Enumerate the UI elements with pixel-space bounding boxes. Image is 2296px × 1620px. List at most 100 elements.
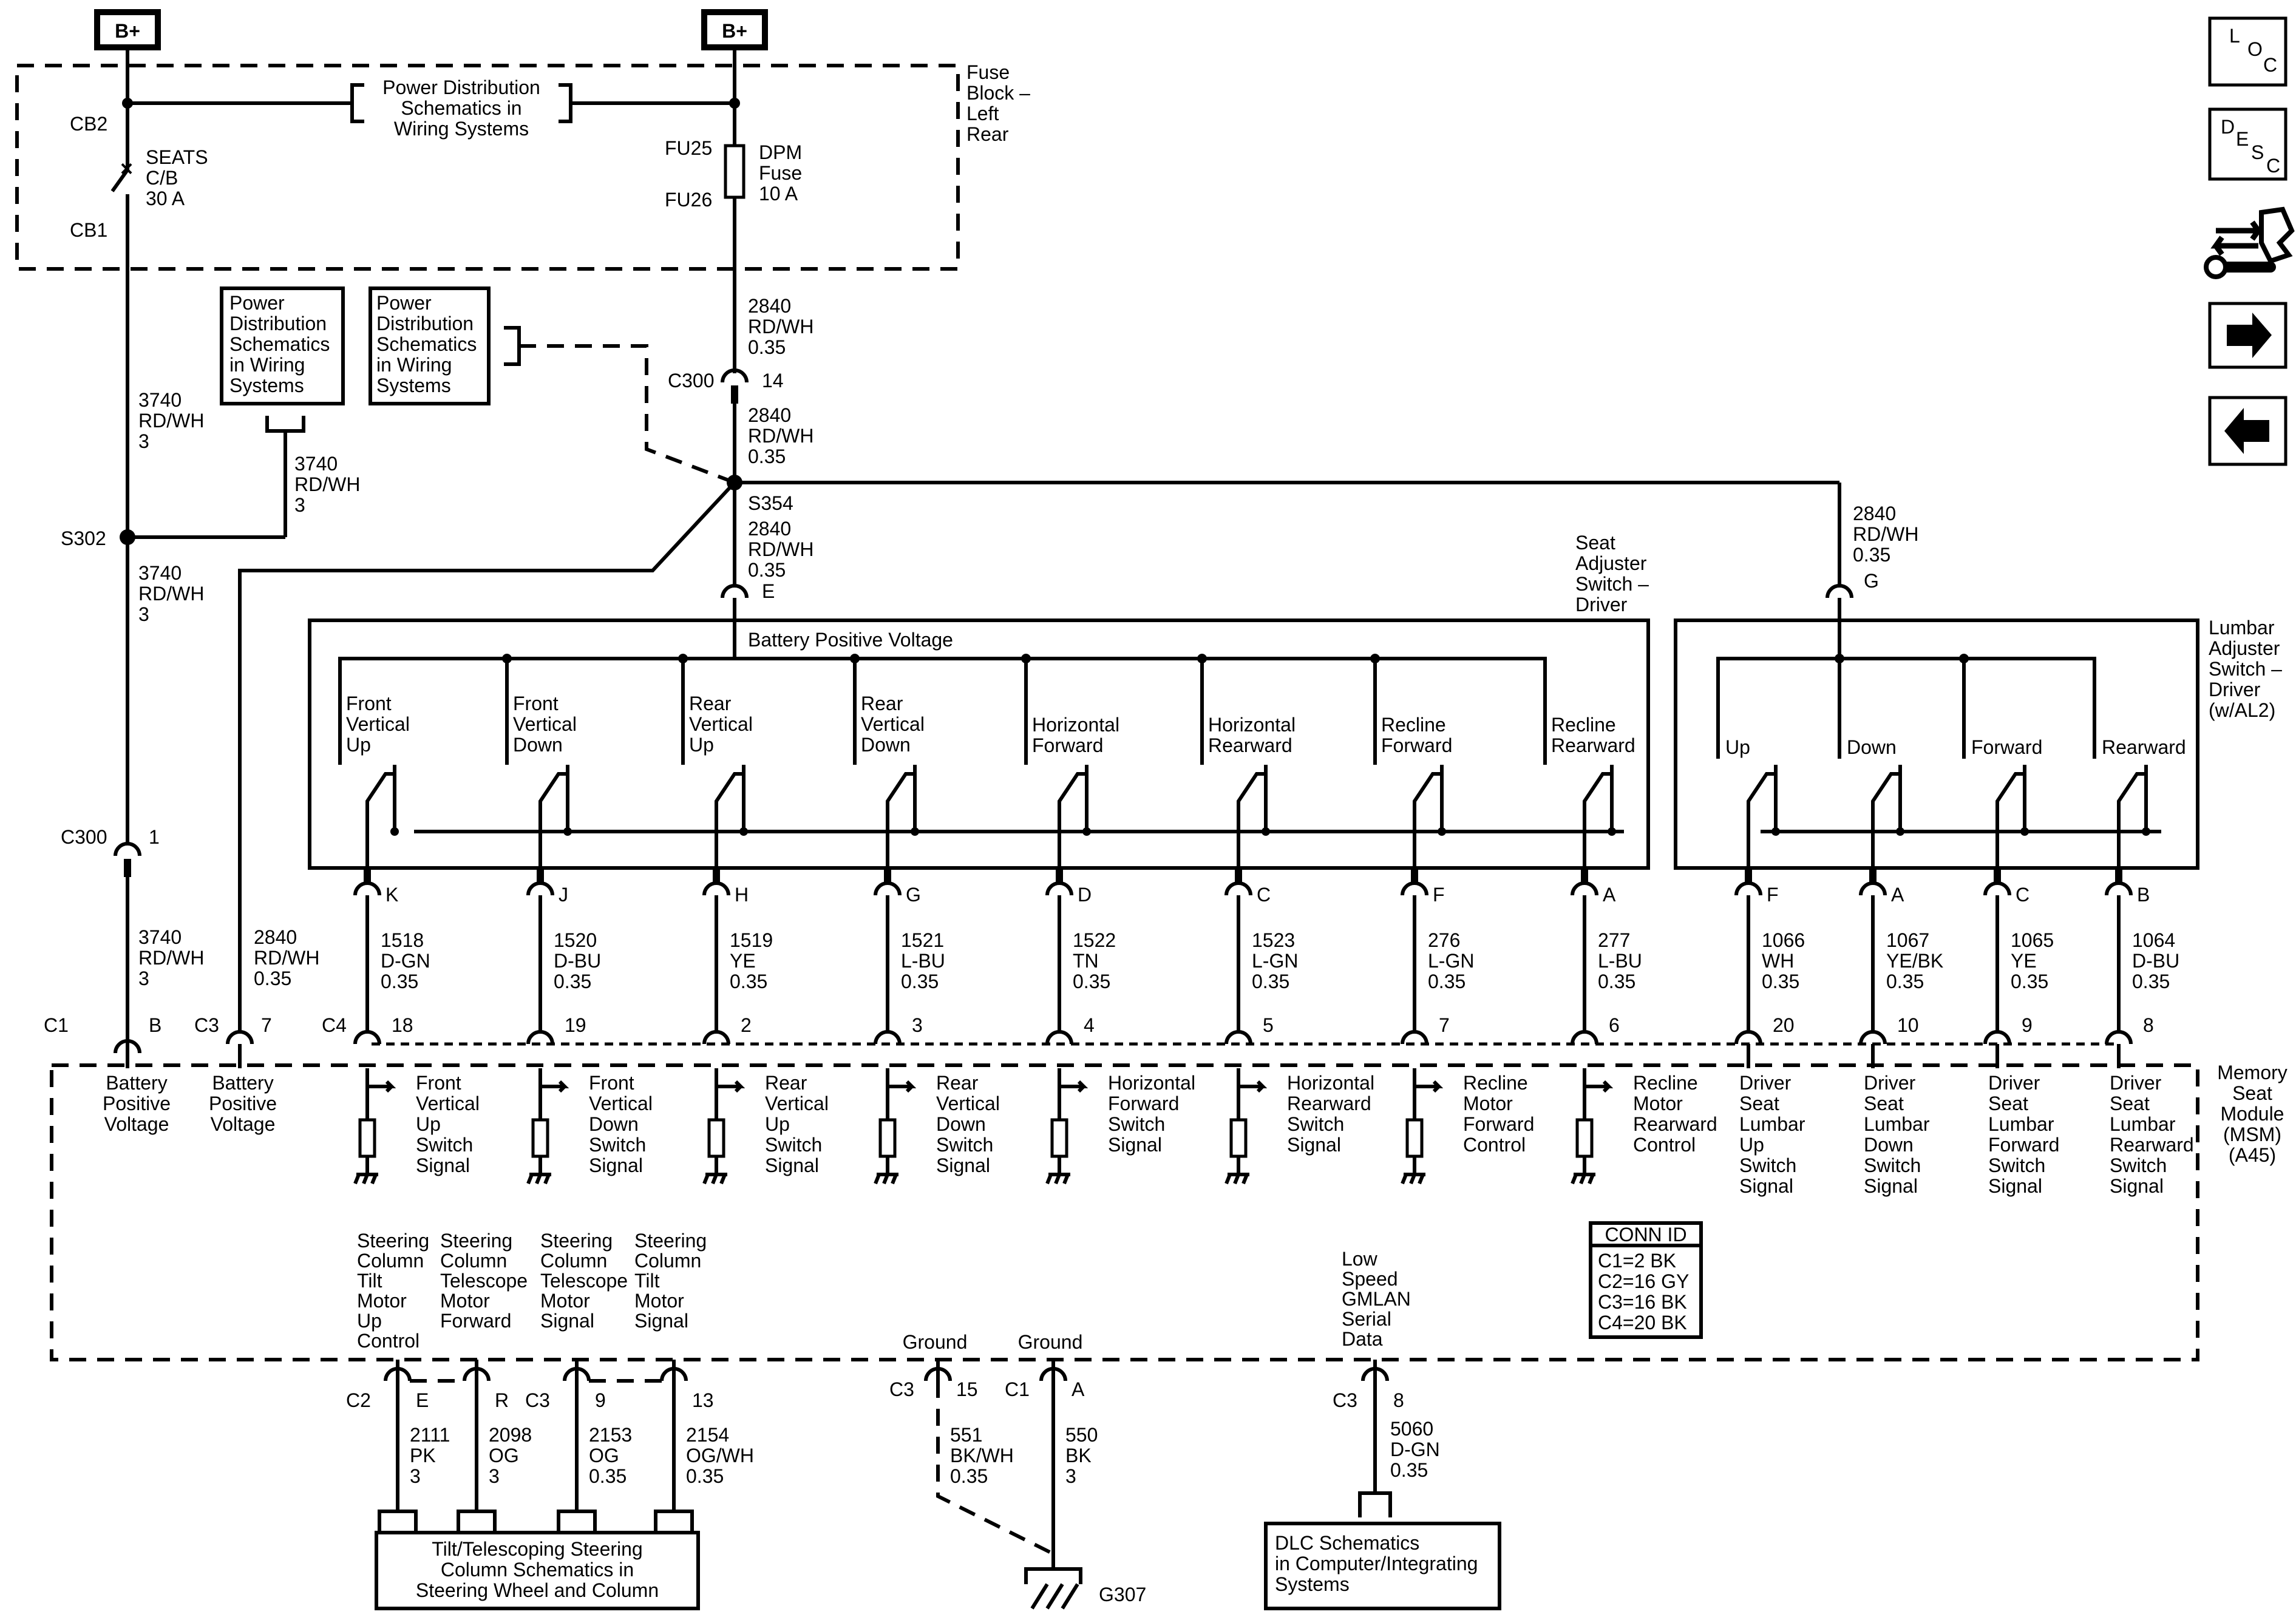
seat-switch-label-3: Vertical: [861, 713, 925, 735]
gmlan-wire: 5060: [1390, 1418, 1433, 1440]
msm-signal-0: Up: [416, 1113, 441, 1135]
seat-switch-label-4: Horizontal: [1032, 714, 1119, 736]
svg-text:14: 14: [762, 370, 784, 391]
steering-wire-0: PK: [410, 1445, 436, 1466]
msm-pin-3: [874, 1030, 902, 1045]
svg-text:in Computer/Integrating: in Computer/Integrating: [1275, 1553, 1478, 1574]
power-distribution-ref-top[interactable]: Power Distribution Schematics in Wiring …: [382, 76, 540, 140]
next-arrow-icon[interactable]: [2208, 302, 2288, 369]
msm-signal-6: Control: [1463, 1134, 1526, 1156]
msm-signal-0: Switch: [416, 1134, 473, 1156]
msm-pin-7: [1401, 1030, 1428, 1045]
seat-input-6-ground: [1401, 1173, 1425, 1185]
seat-input-1-ground: [526, 1173, 551, 1185]
seat-switch-wire-1: 1520: [554, 929, 597, 951]
msm-lumbar-signal-1: Lumbar: [1864, 1113, 1930, 1135]
svg-text:(A45): (A45): [2229, 1144, 2276, 1166]
svg-text:RD/WH: RD/WH: [748, 538, 813, 560]
lumbar-switch-title: Lumbar Adjuster Switch – Driver (w/AL2): [2209, 617, 2282, 721]
seat-switch-wire-7: 0.35: [1598, 971, 1635, 992]
seat-input-5-resistor: [1229, 1118, 1248, 1158]
svg-text:2840: 2840: [254, 926, 297, 948]
seat-switch-wire-3: 0.35: [901, 971, 939, 992]
connector-view-icon[interactable]: [2204, 206, 2295, 279]
steering-wire-3: 0.35: [686, 1465, 724, 1487]
seats-circuit-breaker: CB2 CB1 SEATS C/B 30 A: [70, 113, 208, 241]
steering-wire-2: 2153: [589, 1424, 632, 1446]
seat-switch-contacts: FrontVerticalUpK1518D-GN0.3518FrontVerti…: [338, 654, 1717, 1185]
msm-pin-label-3: 3: [912, 1014, 923, 1036]
svg-text:C: C: [2266, 155, 2280, 177]
svg-text:Driver: Driver: [2209, 679, 2261, 700]
msm-signal-6: Recline: [1463, 1072, 1528, 1094]
wire-3740-b: 3740 RD/WH 3: [294, 453, 360, 516]
seat-switch-label-5: Rearward: [1208, 734, 1292, 756]
svg-text:Switch –: Switch –: [2209, 658, 2282, 680]
seat-switch-label-2: Rear: [689, 693, 732, 714]
wire-2840-b: 2840 RD/WH 0.35: [748, 404, 813, 467]
steering-signal-0: Column: [357, 1250, 424, 1272]
msm-signal-7: Rearward: [1633, 1113, 1717, 1135]
msm-pin-2: [702, 1030, 730, 1045]
switch-blade: [365, 772, 396, 868]
dlc-ref-box[interactable]: [1264, 1522, 1501, 1610]
seat-switch-wire-0: 0.35: [381, 971, 418, 992]
power-distribution-ref-box-2[interactable]: [369, 286, 491, 405]
switch-blade: [1058, 772, 1089, 868]
msm-pin-4: [1045, 1030, 1073, 1045]
seat-switch-label-4: Forward: [1032, 734, 1103, 756]
svg-text:Power Distribution: Power Distribution: [382, 76, 540, 98]
msm-pin-20: [1734, 1030, 1762, 1045]
desc-icon[interactable]: D E S C: [2208, 107, 2288, 181]
svg-text:30 A: 30 A: [146, 188, 185, 209]
svg-text:SEATS: SEATS: [146, 146, 208, 168]
power-distribution-ref-box-1[interactable]: [220, 286, 345, 405]
steering-wire-3: 2154: [686, 1424, 729, 1446]
seat-switch-wire-4: 0.35: [1073, 971, 1110, 992]
msm-pin-label-l0: 20: [1773, 1014, 1795, 1036]
seat-switch-wire-5: 1523: [1252, 929, 1295, 951]
loc-icon[interactable]: L O C: [2208, 16, 2288, 87]
msm-signal-3: Signal: [936, 1154, 990, 1176]
tilt-telescoping-ref-box[interactable]: [375, 1531, 700, 1610]
msm-pin-19: [526, 1030, 554, 1045]
gmlan-conn: C3: [1333, 1389, 1357, 1411]
steering-termination-3: [654, 1510, 694, 1533]
msm-lumbar-signal-1: Seat: [1864, 1093, 1904, 1114]
steering-wire-0: 2111: [410, 1424, 450, 1446]
seat-switch-wire-6: 276: [1428, 929, 1460, 951]
fuse-block-title: Fuse Block – Left Rear: [966, 61, 1030, 145]
svg-text:C4=20 BK: C4=20 BK: [1598, 1312, 1687, 1334]
svg-text:FU26: FU26: [665, 189, 712, 211]
msm-pin-label-6: 7: [1439, 1014, 1450, 1036]
svg-text:Systems: Systems: [376, 374, 451, 396]
seat-switch-label-6: Forward: [1381, 734, 1452, 756]
msm-lumbar-signal-0: Seat: [1739, 1093, 1779, 1114]
steering-pin-R: [463, 1367, 491, 1381]
ground-wire-0: BK/WH: [950, 1445, 1014, 1466]
svg-text:C300: C300: [668, 370, 715, 391]
seat-switch-wire-3: 1521: [901, 929, 944, 951]
c3-pin7-connector: C3 7: [194, 1014, 272, 1045]
gmlan-signal: Low: [1342, 1248, 1378, 1270]
msm-signal-2: Rear: [765, 1072, 807, 1094]
msm-pin-18: [353, 1030, 381, 1045]
prev-arrow-icon[interactable]: [2208, 396, 2288, 466]
ground-signal-0: Ground: [903, 1331, 968, 1353]
ground-wire-0: 0.35: [950, 1465, 988, 1487]
seat-switch-wire-1: D-BU: [554, 950, 601, 972]
svg-text:Left: Left: [966, 103, 999, 124]
steering-pin-label-3: 13: [692, 1389, 714, 1411]
svg-text:Voltage: Voltage: [104, 1113, 169, 1135]
seat-input-4-ground: [1045, 1173, 1070, 1185]
seat-switch-pin-label-4: D: [1078, 884, 1092, 906]
svg-text:B+: B+: [115, 20, 140, 42]
steering-termination-0: [378, 1510, 418, 1533]
svg-text:FU25: FU25: [665, 137, 712, 159]
svg-text:Schematics in: Schematics in: [401, 97, 521, 119]
svg-text:(w/AL2): (w/AL2): [2209, 699, 2275, 721]
seat-input-2-ground: [702, 1173, 727, 1185]
svg-text:G: G: [1864, 570, 1879, 592]
ground-551-path: [936, 1381, 1055, 1556]
svg-text:S354: S354: [748, 492, 793, 514]
